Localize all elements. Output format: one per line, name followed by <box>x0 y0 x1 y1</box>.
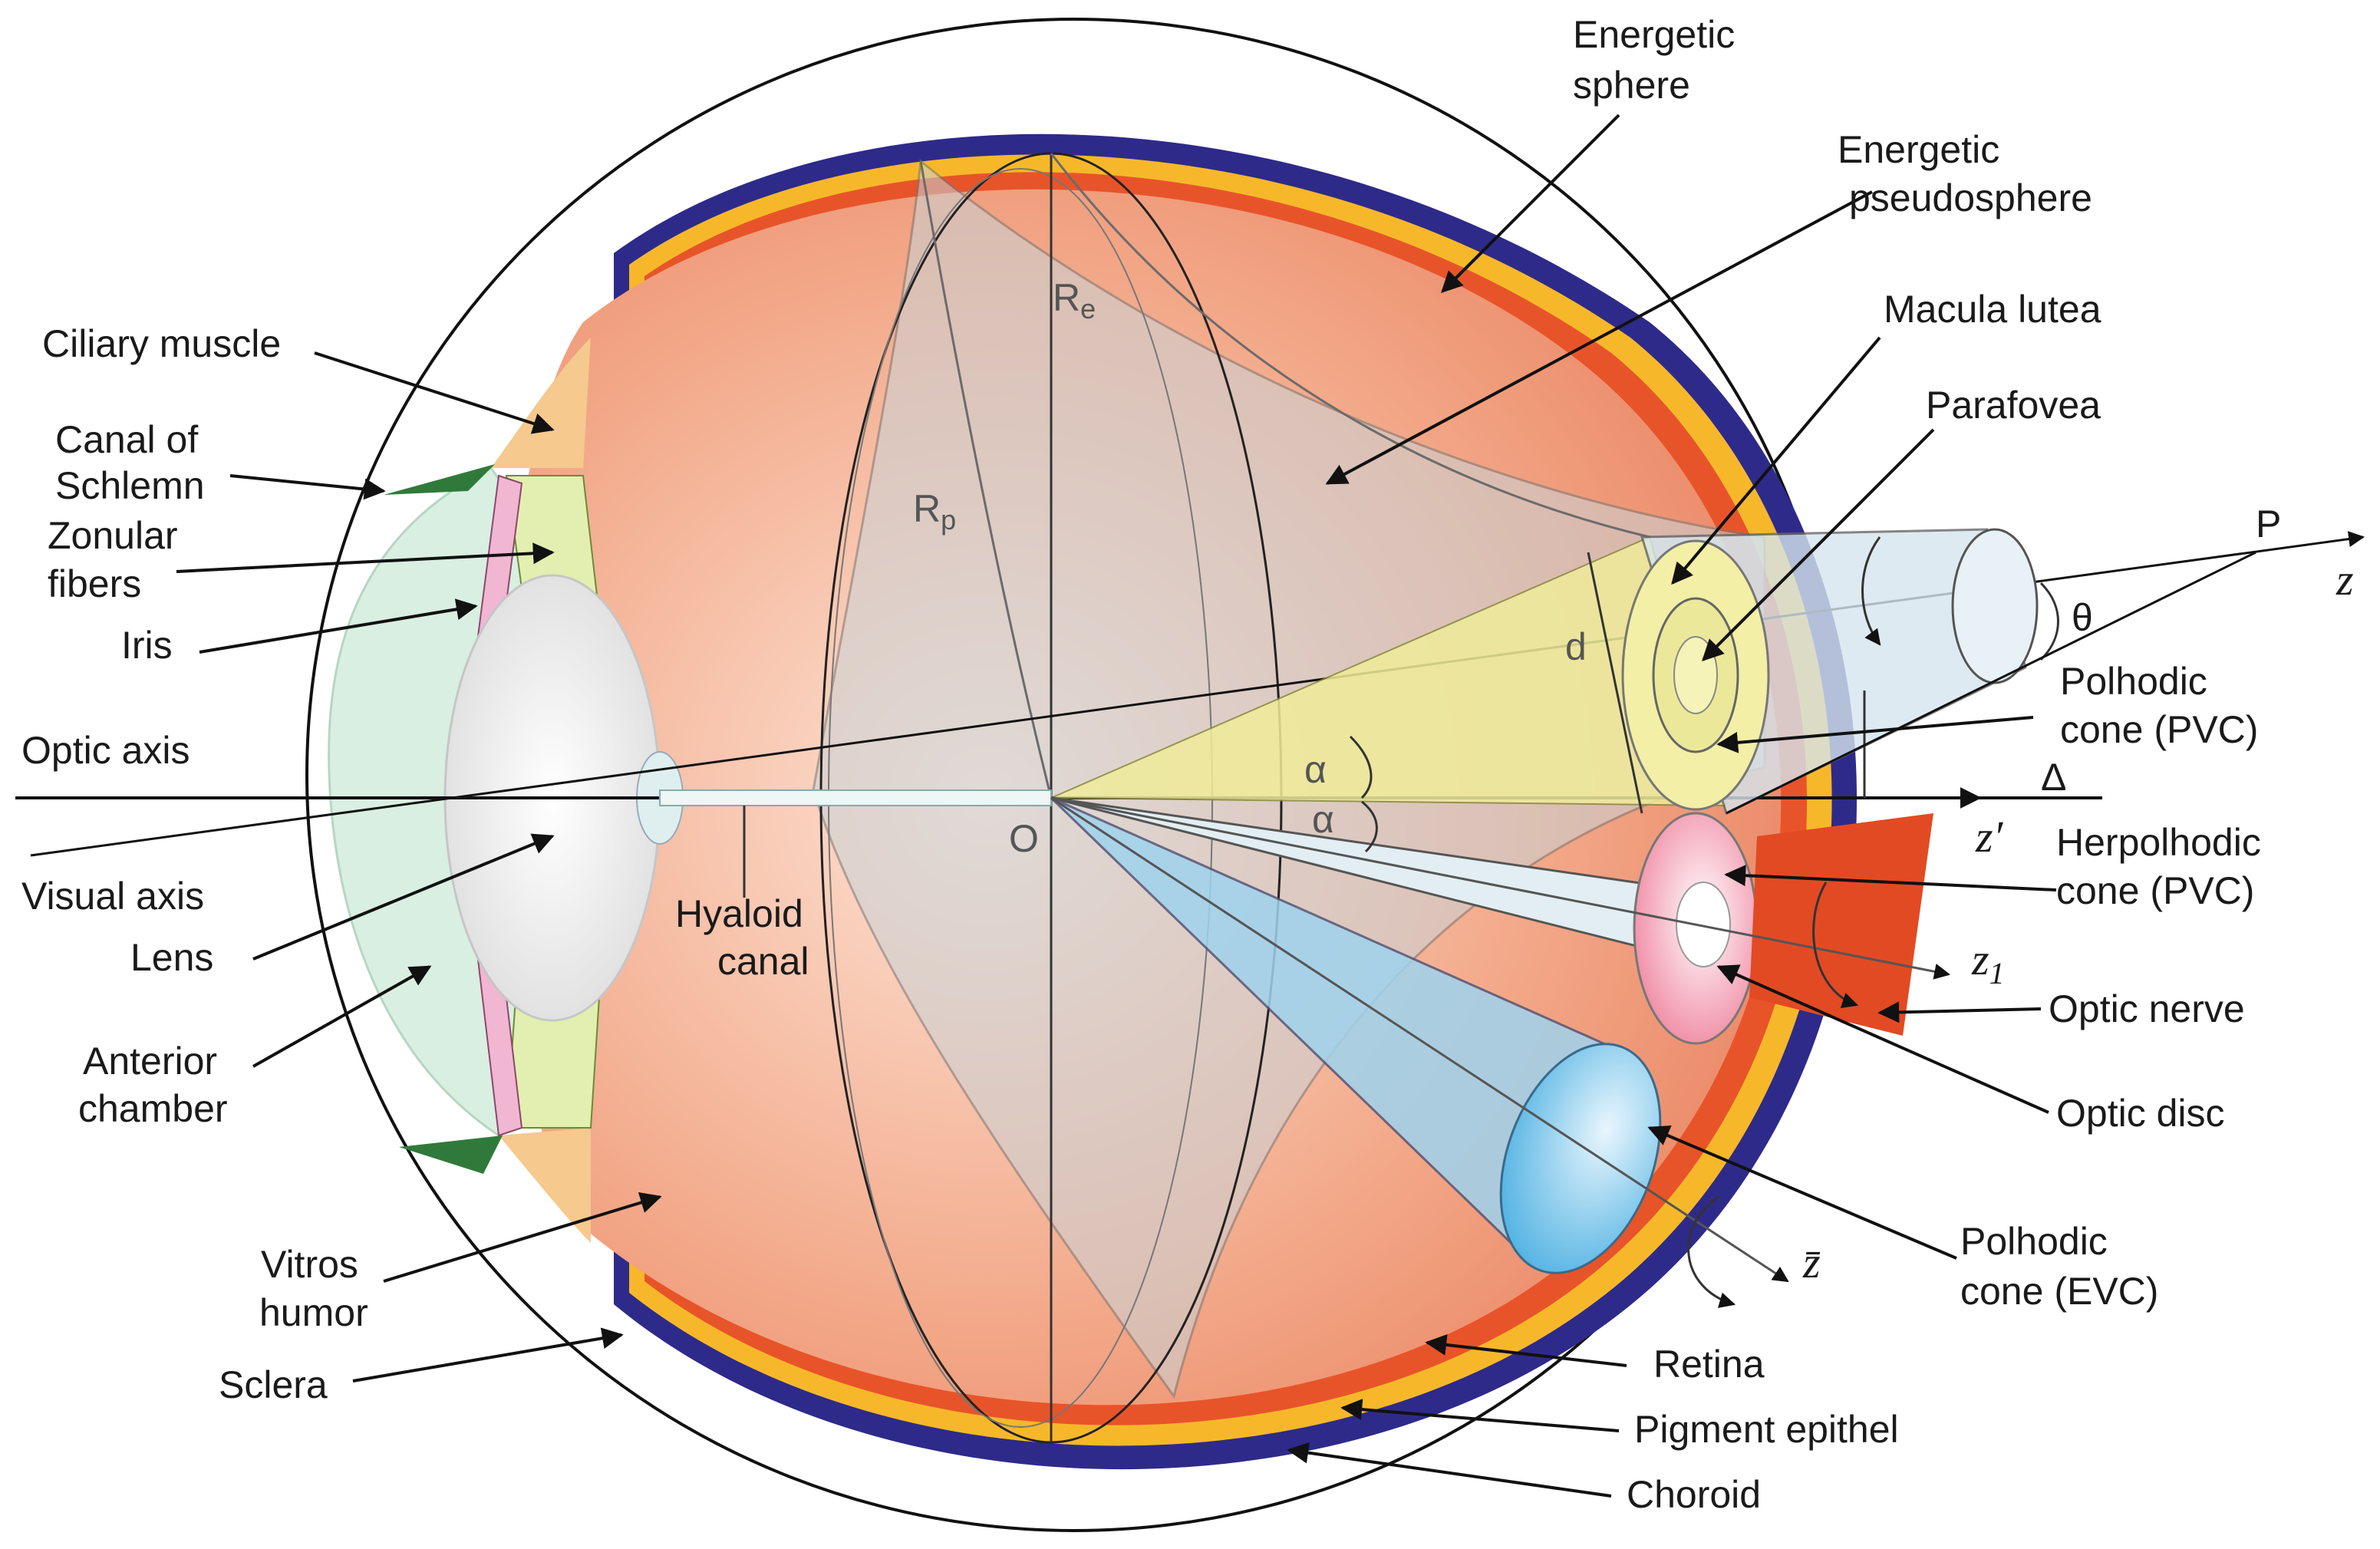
label-polhodic-cone-evc-2: cone (EVC) <box>1960 1270 2158 1313</box>
polhodic-cone-evc-end <box>1499 1043 1662 1274</box>
arrow-anterior-chamber <box>252 965 432 1068</box>
arrow-canal-of-schlemn <box>229 474 386 500</box>
symbol-d: d <box>1565 625 1587 668</box>
symbol-origin: O <box>1009 817 1039 860</box>
label-iris: Iris <box>121 624 173 667</box>
label-zonular-fibers-2: fibers <box>48 562 141 605</box>
label-polhodic-cone-evc-1: Polhodic <box>1960 1220 2108 1263</box>
symbol-alpha-2: α <box>1312 798 1334 841</box>
symbol-p: P <box>2256 503 2281 545</box>
label-pigment-epithel: Pigment epithel <box>1634 1408 1899 1451</box>
label-vitros-humor-2: humor <box>259 1291 368 1334</box>
label-optic-nerve: Optic nerve <box>2049 987 2245 1030</box>
symbol-delta: Δ <box>2041 756 2066 799</box>
arrow-sclera <box>352 1327 624 1383</box>
label-vitros-humor-1: Vitros <box>261 1243 358 1286</box>
arrow-parafovea <box>1702 428 1935 661</box>
symbol-re: Re <box>1053 276 1096 325</box>
symbol-alpha-1: α <box>1304 748 1327 791</box>
z1-axis <box>1050 796 1951 980</box>
label-energetic-sphere-2: sphere <box>1573 64 1690 107</box>
arrow-zonular-fibers <box>176 542 555 573</box>
canal-of-schlemn-top <box>384 464 495 495</box>
label-retina: Retina <box>1653 1343 1765 1386</box>
label-lens: Lens <box>130 936 213 979</box>
arrow-optic-nerve <box>1877 1001 2042 1023</box>
arrow-optic-disc <box>1716 964 2049 1114</box>
arrow-iris <box>199 598 478 654</box>
re-guide-line <box>1050 153 1650 539</box>
label-anterior-chamber-1: Anterior <box>83 1040 217 1083</box>
label-optic-axis: Optic axis <box>21 729 190 772</box>
arrow-macula-lutea <box>1671 336 1881 585</box>
arrow-herpolhodic-cone <box>1724 865 2057 891</box>
symbol-z1: z1 <box>1971 934 2005 990</box>
arrow-polhodic-cone-pvc <box>1716 716 2034 753</box>
arrow-energetic-sphere <box>1441 114 1620 293</box>
rotation-arrow-evc <box>1687 1195 1736 1308</box>
symbol-z: z <box>2335 555 2354 605</box>
ciliary-muscle-top <box>491 338 591 468</box>
label-polhodic-cone-pvc-1: Polhodic <box>2060 660 2207 703</box>
label-energetic-sphere-1: Energetic <box>1573 13 1735 56</box>
z-bar-axis <box>1050 796 1789 1283</box>
label-sclera: Sclera <box>219 1363 328 1406</box>
rotation-arrow-nerve <box>1812 882 1858 1008</box>
canal-of-schlemn-bottom <box>399 1135 503 1174</box>
label-visual-axis: Visual axis <box>21 875 204 918</box>
symbol-z-bar: z̄ <box>1802 1238 1821 1287</box>
label-anterior-chamber-2: chamber <box>78 1087 228 1130</box>
label-herpolhodic-cone-pvc-1: Herpolhodic <box>2056 821 2261 864</box>
optic-disc-center <box>1676 882 1731 967</box>
label-choroid: Choroid <box>1627 1473 1761 1516</box>
theta-arc <box>2039 582 2059 661</box>
arrow-ciliary-muscle <box>314 351 555 434</box>
d-measure-line <box>1587 552 1643 814</box>
label-herpolhodic-cone-pvc-2: cone (PVC) <box>2056 869 2254 912</box>
label-hyaloid-canal-1: Hyaloid <box>675 892 803 935</box>
polhodic-cone-pvc-end <box>1951 528 2039 684</box>
arrow-energetic-pseudosphere <box>1325 190 1873 485</box>
symbol-rp: Rp <box>913 487 956 536</box>
alpha-arc-upper <box>1349 735 1373 799</box>
symbol-theta: θ <box>2072 596 2093 639</box>
ciliary-muscle-bottom <box>499 1128 591 1243</box>
label-ciliary-muscle: Ciliary muscle <box>42 322 281 365</box>
label-parafovea: Parafovea <box>1926 384 2101 427</box>
arrow-choroid <box>1287 1442 1612 1498</box>
theta-line-lower <box>1726 551 2256 815</box>
alpha-arc-lower <box>1361 800 1378 853</box>
label-hyaloid-canal-2: canal <box>717 940 809 983</box>
hyaloid-canal <box>659 789 1052 806</box>
rotation-arrow-pvc <box>1861 536 1881 646</box>
arrow-vitros-humor <box>383 1191 662 1283</box>
arrow-lens <box>252 833 555 961</box>
fovea-center <box>1673 636 1718 714</box>
symbol-z-prime: z′ <box>1975 812 2004 862</box>
label-zonular-fibers-1: Zonular <box>48 514 178 557</box>
label-energetic-pseudosphere-1: Energetic <box>1838 128 1999 171</box>
rp-guide-line <box>919 160 1053 799</box>
arrow-pigment-epithel <box>1340 1399 1620 1432</box>
arrow-retina <box>1425 1333 1627 1367</box>
label-energetic-pseudosphere-2: pseudosphere <box>1849 176 2092 219</box>
label-macula-lutea: Macula lutea <box>1884 288 2101 331</box>
optic-nerve <box>1749 813 1933 1036</box>
arrow-polhodic-cone-evc <box>1647 1125 1957 1260</box>
label-canal-of-schlemn-1: Canal of <box>55 418 198 461</box>
label-polhodic-cone-pvc-2: cone (PVC) <box>2060 708 2258 751</box>
label-optic-disc: Optic disc <box>2056 1092 2225 1135</box>
label-canal-of-schlemn-2: Schlemn <box>55 464 205 507</box>
